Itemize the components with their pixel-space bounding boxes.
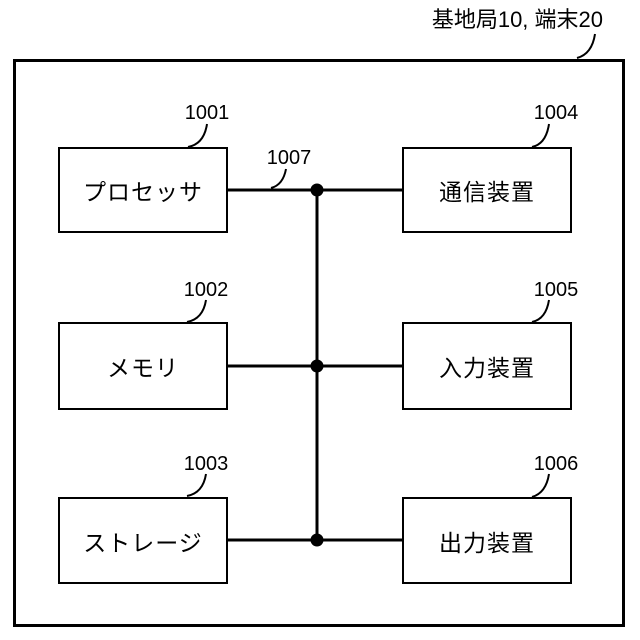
junction-dot-row3 <box>310 533 324 547</box>
block-output-device: 出力装置 <box>402 497 572 584</box>
block-communication-device-label: 通信装置 <box>439 179 535 205</box>
ref-number-1005: 1005 <box>533 279 579 301</box>
ref-number-1004: 1004 <box>533 102 579 124</box>
ref-number-1003: 1003 <box>183 453 229 475</box>
block-output-device-label: 出力装置 <box>439 529 535 556</box>
block-communication-device: 通信装置 <box>402 147 572 233</box>
block-processor: プロセッサ <box>58 147 228 233</box>
block-processor-label: プロセッサ <box>83 179 203 205</box>
ref-number-1006: 1006 <box>533 453 579 475</box>
block-memory: メモリ <box>58 322 228 410</box>
ref-number-1001: 1001 <box>184 102 230 124</box>
leader-line-1007 <box>270 168 287 189</box>
leader-line-1003 <box>186 473 207 497</box>
leader-line-1004 <box>531 123 550 148</box>
ref-number-1002: 1002 <box>183 279 229 301</box>
leader-line-1002 <box>186 299 207 323</box>
block-storage-label: ストレージ <box>83 529 203 556</box>
leader-line-1001 <box>187 123 208 148</box>
leader-line-1006 <box>531 473 550 498</box>
figure-title: 基地局10, 端末20 <box>431 7 603 32</box>
block-input-device: 入力装置 <box>402 322 572 410</box>
block-storage: ストレージ <box>58 497 228 584</box>
block-memory-label: メモリ <box>107 355 179 381</box>
leader-line-title <box>576 33 596 59</box>
ref-number-1007: 1007 <box>266 147 312 169</box>
junction-dot-row2 <box>310 359 324 373</box>
leader-line-1005 <box>531 299 550 323</box>
device-outer-frame <box>13 59 625 627</box>
junction-dot-row1 <box>310 183 324 197</box>
block-input-device-label: 入力装置 <box>439 355 535 381</box>
